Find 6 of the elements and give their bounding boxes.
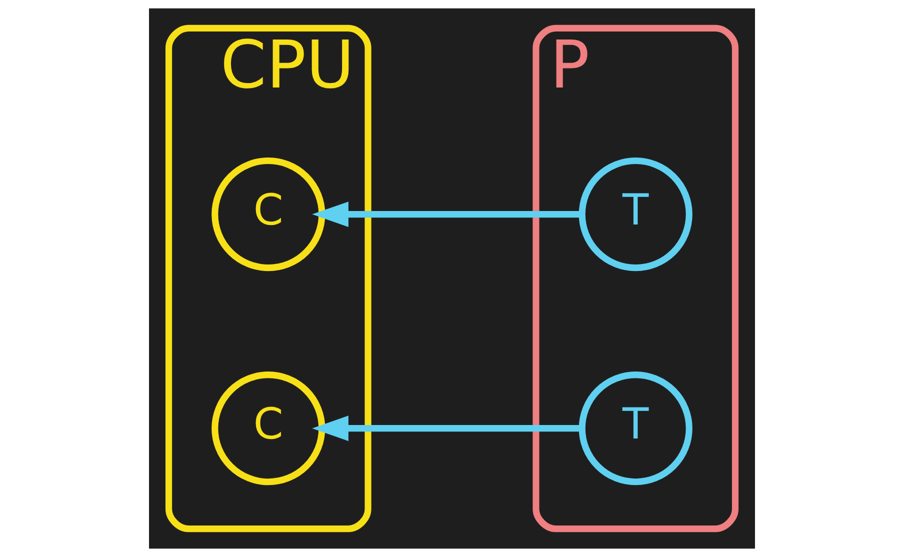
arrow — [312, 202, 582, 227]
arrow — [312, 416, 582, 442]
node-circle: C — [212, 372, 326, 486]
node-circle: T — [578, 372, 692, 486]
node-circle: C — [212, 157, 326, 272]
node-circle: T — [578, 157, 692, 272]
